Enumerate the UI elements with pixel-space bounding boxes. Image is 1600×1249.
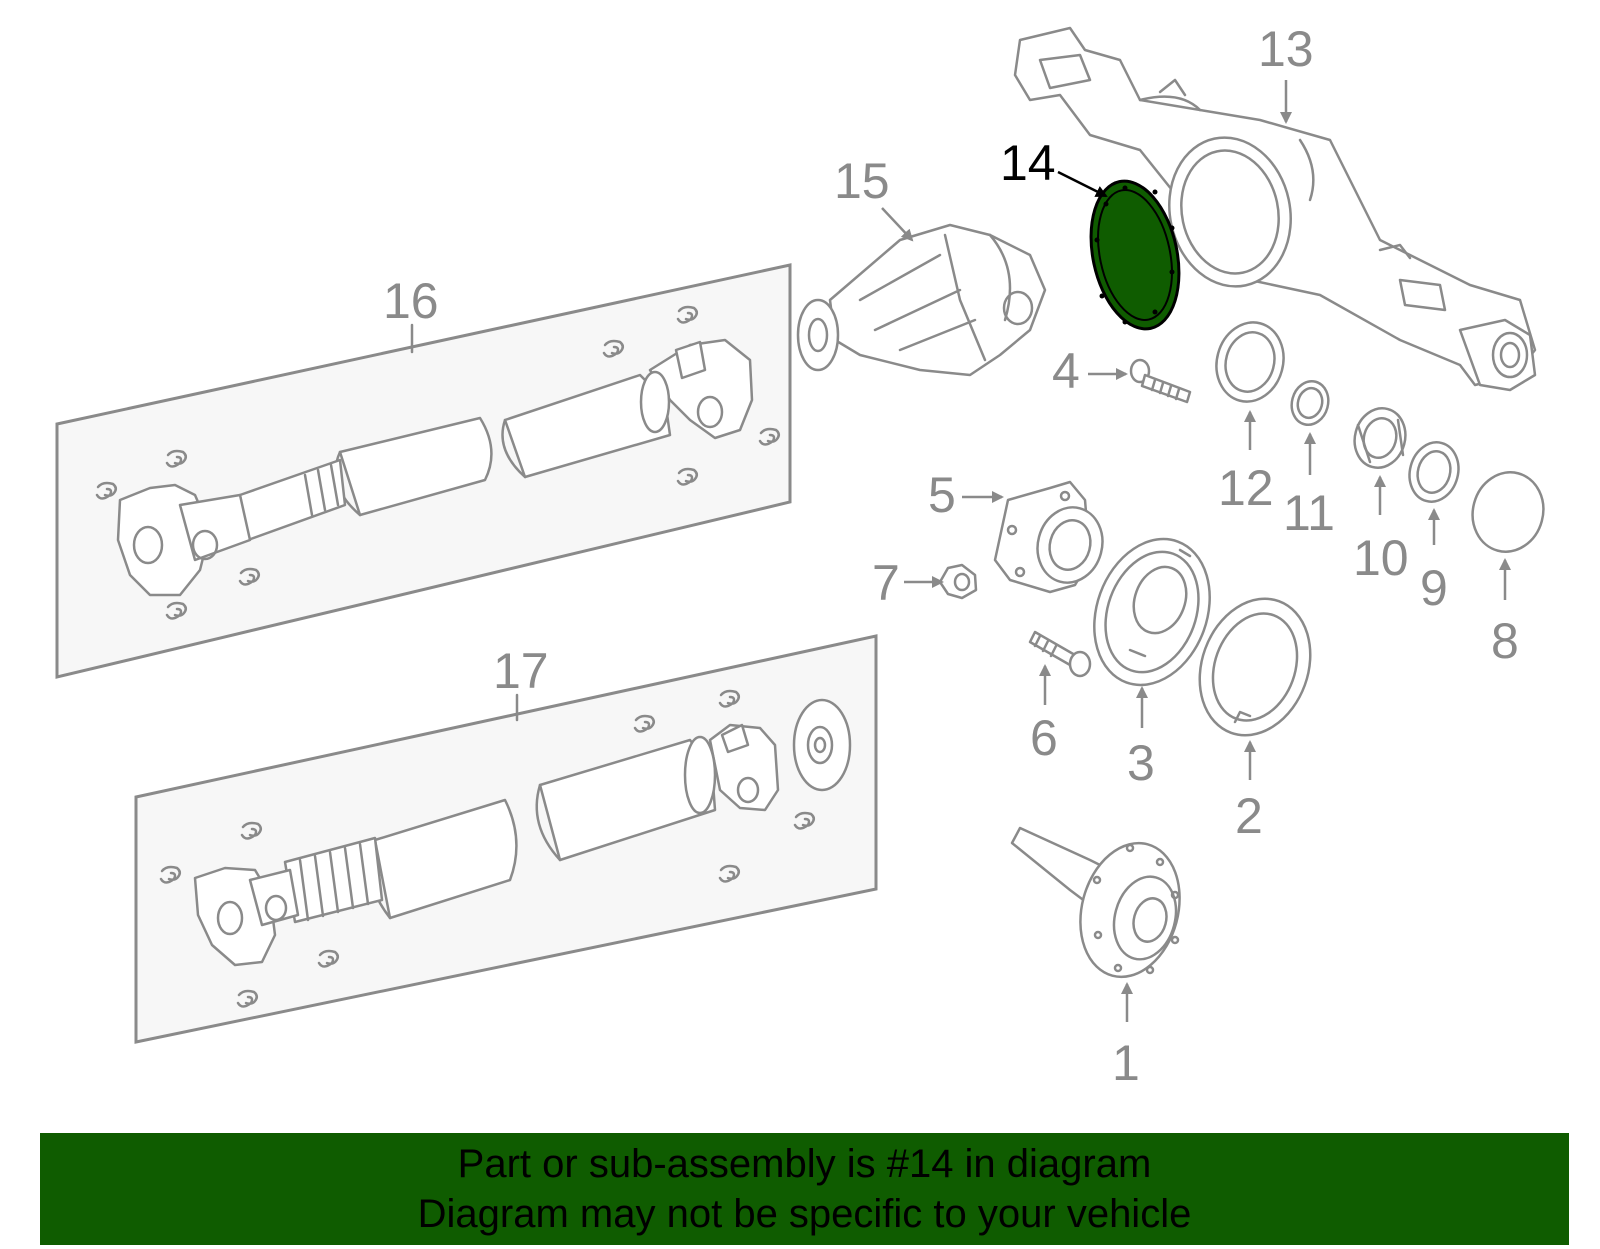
arrow-14: [1057, 170, 1108, 198]
snap-ring[interactable]: [1287, 377, 1333, 429]
callout-10: 10: [1353, 530, 1409, 586]
callout-4: 4: [1052, 343, 1080, 399]
callout-1: 1: [1112, 1035, 1140, 1091]
propeller-shaft-assembly-alt[interactable]: [134, 634, 878, 1044]
bearing-housing[interactable]: [993, 480, 1111, 594]
propeller-shaft-assembly[interactable]: [55, 263, 792, 679]
axle-housing[interactable]: [1013, 26, 1537, 392]
callout-5: 5: [928, 467, 956, 523]
cover-gasket-highlighted[interactable]: [1078, 173, 1191, 337]
hub-nut[interactable]: [938, 563, 978, 600]
callout-11: 11: [1283, 485, 1335, 541]
callout-9: 9: [1420, 560, 1448, 616]
stud-bolt[interactable]: [1028, 630, 1092, 678]
callout-16: 16: [383, 273, 439, 329]
arrow-15: [881, 207, 914, 242]
callout-7: 7: [872, 555, 900, 611]
o-ring[interactable]: [1464, 464, 1552, 559]
banner-line-1: Part or sub-assembly is #14 in diagram: [457, 1142, 1152, 1186]
axle-bearing[interactable]: [1348, 403, 1412, 474]
callout-3: 3: [1127, 735, 1155, 791]
cover-bolt[interactable]: [1129, 358, 1192, 404]
callout-2: 2: [1235, 788, 1263, 844]
axle-shaft[interactable]: [1010, 826, 1194, 988]
backing-plate[interactable]: [1075, 523, 1230, 702]
callout-12: 12: [1218, 460, 1274, 516]
backing-plate-gasket[interactable]: [1181, 583, 1328, 751]
callout-14: 14: [1000, 135, 1056, 191]
info-banner: Part or sub-assembly is #14 in diagram D…: [40, 1133, 1569, 1245]
axle-seal[interactable]: [1208, 315, 1292, 409]
callout-8: 8: [1491, 613, 1519, 669]
differential-carrier[interactable]: [796, 223, 1047, 377]
callout-6: 6: [1030, 710, 1058, 766]
banner-line-2: Diagram may not be specific to your vehi…: [417, 1192, 1192, 1236]
callout-13: 13: [1258, 21, 1314, 77]
callout-17: 17: [493, 643, 549, 699]
bearing-retainer[interactable]: [1403, 437, 1465, 507]
callout-15: 15: [834, 153, 890, 209]
